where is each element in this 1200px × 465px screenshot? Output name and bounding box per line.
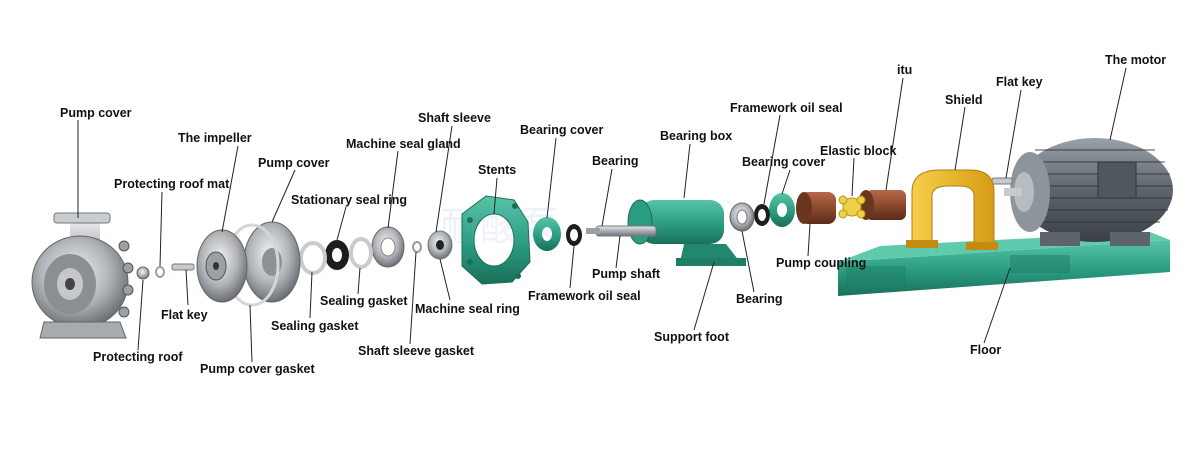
bearing-2-part — [729, 202, 755, 232]
label-the-impeller: The impeller — [178, 131, 252, 145]
label-itu: itu — [897, 63, 913, 77]
label-machine-seal-gland: Machine seal gland — [346, 137, 461, 151]
label-pump-shaft: Pump shaft — [592, 267, 661, 281]
pump-shaft-part — [586, 225, 657, 237]
label-the-motor: The motor — [1105, 53, 1167, 67]
label-pump-coupling: Pump coupling — [776, 256, 867, 270]
label-pump-cover-1: Pump cover — [60, 106, 132, 120]
impeller-part — [196, 229, 248, 303]
sealing-gasket-1-part — [349, 237, 373, 269]
label-framework-oil-seal-2: Framework oil seal — [528, 289, 641, 303]
flat-key-2-part — [991, 177, 1013, 185]
bearing-cover-2-part — [769, 193, 795, 227]
label-floor: Floor — [970, 343, 1002, 357]
pump-coupling-part — [796, 192, 836, 224]
label-stents: Stents — [478, 163, 517, 177]
shaft-sleeve-gasket-part — [412, 241, 422, 253]
leader-lines — [77, 67, 1127, 363]
watermark: 耐酸泵 — [440, 204, 560, 250]
label-flat-key-1: Flat key — [161, 308, 208, 322]
label-stationary-seal-ring: Stationary seal ring — [291, 193, 408, 207]
pump-cover-1-part — [31, 212, 134, 339]
label-protecting-roof-mat: Protecting roof mat — [114, 177, 230, 191]
label-bearing-2: Bearing — [736, 292, 783, 306]
flat-key-1-part — [171, 263, 195, 271]
sealing-gasket-2-part — [299, 241, 327, 275]
label-shield: Shield — [945, 93, 983, 107]
stents-part — [461, 195, 531, 285]
protecting-roof-part — [136, 266, 150, 280]
label-support-foot: Support foot — [654, 330, 729, 344]
framework-oil-seal-2-part — [566, 224, 582, 246]
label-bearing-cover-1: Bearing cover — [520, 123, 604, 137]
label-shaft-sleeve-gasket: Shaft sleeve gasket — [358, 344, 475, 358]
bearing-box-part — [627, 199, 746, 266]
motor — [1004, 138, 1173, 246]
label-protecting-roof: Protecting roof — [93, 350, 183, 364]
elastic-block-part — [838, 195, 866, 219]
label-bearing-1: Bearing — [592, 154, 639, 168]
shield-part — [906, 169, 998, 251]
label-pump-cover-2: Pump cover — [258, 156, 330, 170]
protecting-roof-mat-part — [155, 266, 165, 278]
label-bearing-box: Bearing box — [660, 129, 733, 143]
label-pump-cover-gasket: Pump cover gasket — [200, 362, 315, 376]
framework-oil-seal-1-part — [754, 204, 770, 226]
label-shaft-sleeve: Shaft sleeve — [418, 111, 491, 125]
label-sealing-gasket-2: Sealing gasket — [271, 319, 359, 333]
label-framework-oil-seal-1: Framework oil seal — [730, 101, 843, 115]
label-bearing-cover-2: Bearing cover — [742, 155, 826, 169]
stationary-seal-ring-part — [325, 240, 349, 270]
label-sealing-gasket-1: Sealing gasket — [320, 294, 408, 308]
label-elastic-block: Elastic block — [820, 144, 897, 158]
label-machine-seal-ring: Machine seal ring — [415, 302, 520, 316]
machine-seal-gland-part — [371, 226, 405, 268]
label-flat-key-2: Flat key — [996, 75, 1043, 89]
bearing-cover-1-part — [533, 217, 561, 251]
